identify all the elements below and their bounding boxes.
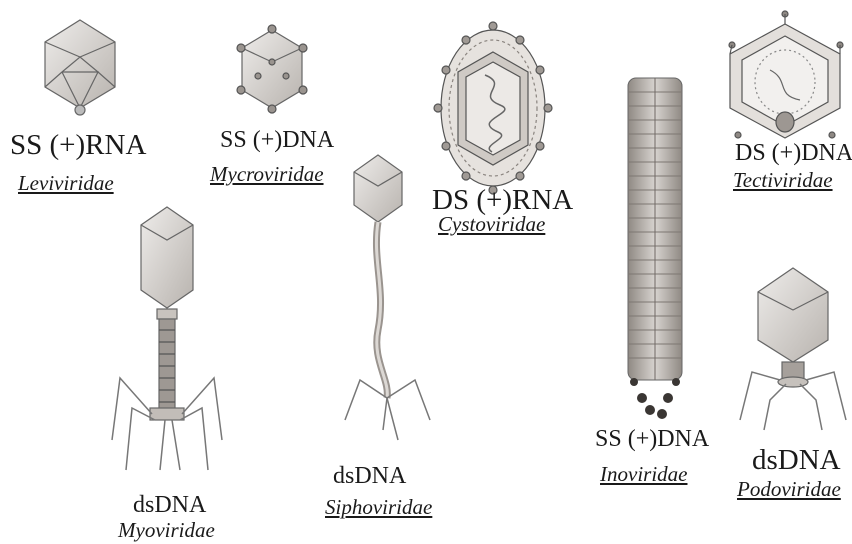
inoviridae-family-label: Inoviridae — [600, 464, 687, 485]
tectiviridae-capsid-icon — [729, 11, 843, 138]
inoviridae-filament-icon — [628, 78, 682, 419]
mycroviridae-genome-label: SS (+)DNA — [220, 128, 334, 152]
mycroviridae-capsid-icon — [237, 25, 307, 113]
leviviridae-family-label: Leviviridae — [18, 173, 114, 194]
podoviridae-family-label: Podoviridae — [737, 479, 841, 500]
siphoviridae-genome-label: dsDNA — [333, 464, 406, 488]
podoviridae-genome-label: dsDNA — [752, 446, 841, 475]
cystoviridae-capsid-icon — [434, 22, 552, 194]
myoviridae-family-label: Myoviridae — [118, 520, 215, 541]
tectiviridae-genome-label: DS (+)DNA — [735, 141, 852, 165]
mycroviridae-family-label: Mycroviridae — [210, 164, 324, 185]
tectiviridae-family-label: Tectiviridae — [733, 170, 833, 191]
cystoviridae-genome-label: DS (+)RNA — [432, 186, 573, 215]
leviviridae-capsid-icon — [45, 20, 115, 115]
myoviridae-genome-label: dsDNA — [133, 493, 206, 517]
inoviridae-genome-label: SS (+)DNA — [595, 427, 709, 451]
siphoviridae-phage-icon — [345, 155, 430, 440]
podoviridae-phage-icon — [740, 268, 846, 430]
siphoviridae-family-label: Siphoviridae — [325, 497, 432, 518]
cystoviridae-family-label: Cystoviridae — [438, 214, 545, 235]
myoviridae-phage-icon — [112, 207, 222, 470]
leviviridae-genome-label: SS (+)RNA — [10, 131, 146, 160]
